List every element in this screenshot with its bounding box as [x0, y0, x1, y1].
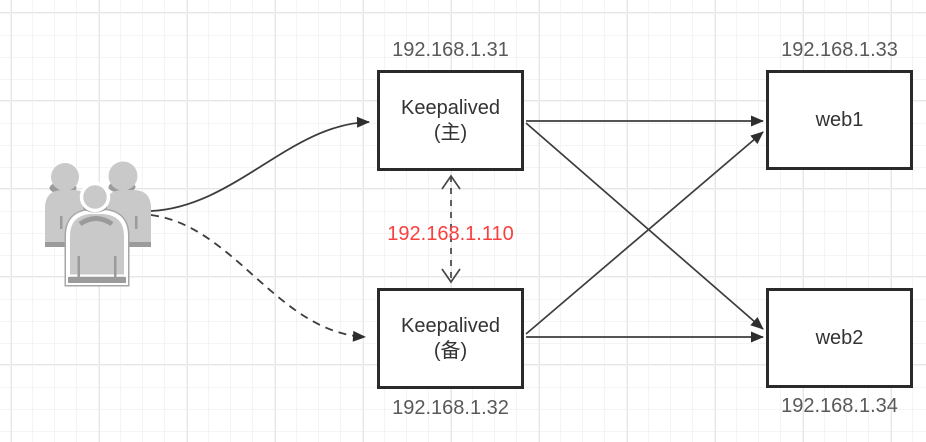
node-web1: web1	[766, 70, 913, 170]
ip-label-web1: 192.168.1.33	[781, 39, 898, 61]
edge-backup-to-web1	[525, 131, 764, 335]
ip-label-keepalived-master: 192.168.1.31	[392, 39, 509, 61]
users-icon	[45, 161, 151, 287]
node-title: Keepalived	[401, 96, 500, 119]
ip-label-keepalived-backup: 192.168.1.32	[392, 397, 509, 419]
node-web2: web2	[766, 288, 913, 388]
edge-clients-to-backup	[150, 214, 366, 342]
node-keepalived-backup: Keepalived (备)	[377, 288, 524, 389]
ip-label-web2: 192.168.1.34	[781, 395, 898, 417]
vip-address-label: 192.168.1.110	[387, 223, 514, 245]
edge-master-to-web2	[525, 122, 764, 330]
edge-clients-to-master	[150, 116, 370, 212]
node-keepalived-master: Keepalived (主)	[377, 70, 524, 171]
node-title: web1	[815, 108, 864, 131]
node-subtitle: (主)	[433, 121, 468, 144]
node-subtitle: (备)	[433, 339, 468, 362]
node-title: Keepalived	[401, 314, 500, 337]
node-title: web2	[815, 326, 864, 349]
